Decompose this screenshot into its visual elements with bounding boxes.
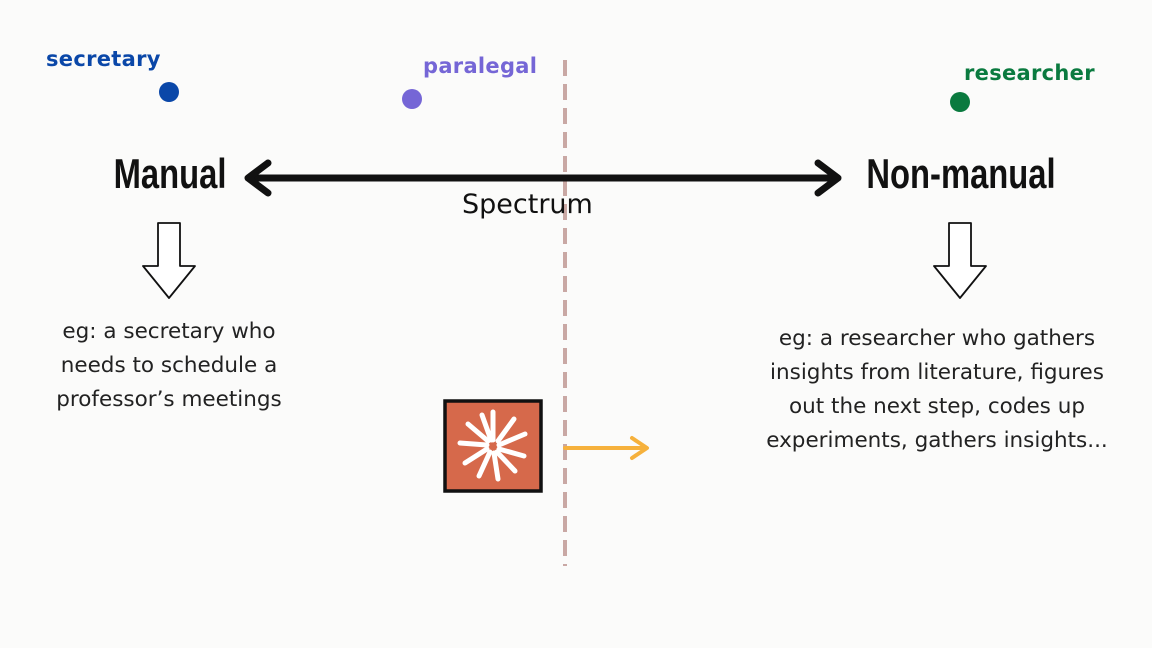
role-label-secretary: secretary: [46, 47, 161, 71]
role-dot-paralegal: [402, 89, 422, 109]
right-arrow-icon: [563, 436, 649, 460]
example-manual: eg: a secretary who needs to schedule a …: [56, 319, 282, 412]
role-label-paralegal: paralegal: [423, 54, 538, 78]
role-dot-researcher: [950, 92, 970, 112]
example-non-manual: eg: a researcher who gathers insights fr…: [766, 326, 1108, 453]
down-arrow-icon: [933, 222, 987, 299]
spectrum-axis-label: Spectrum: [462, 189, 593, 220]
role-dot-secretary: [159, 82, 179, 102]
role-label-researcher: researcher: [964, 61, 1095, 85]
down-arrow-icon: [142, 222, 196, 299]
double-headed-arrow-icon: [244, 159, 842, 197]
spectrum-right-label: Non-manual: [866, 150, 1056, 197]
spectrum-left-label: Manual: [113, 150, 227, 197]
anthropic-claude-logo-icon: [443, 399, 543, 493]
